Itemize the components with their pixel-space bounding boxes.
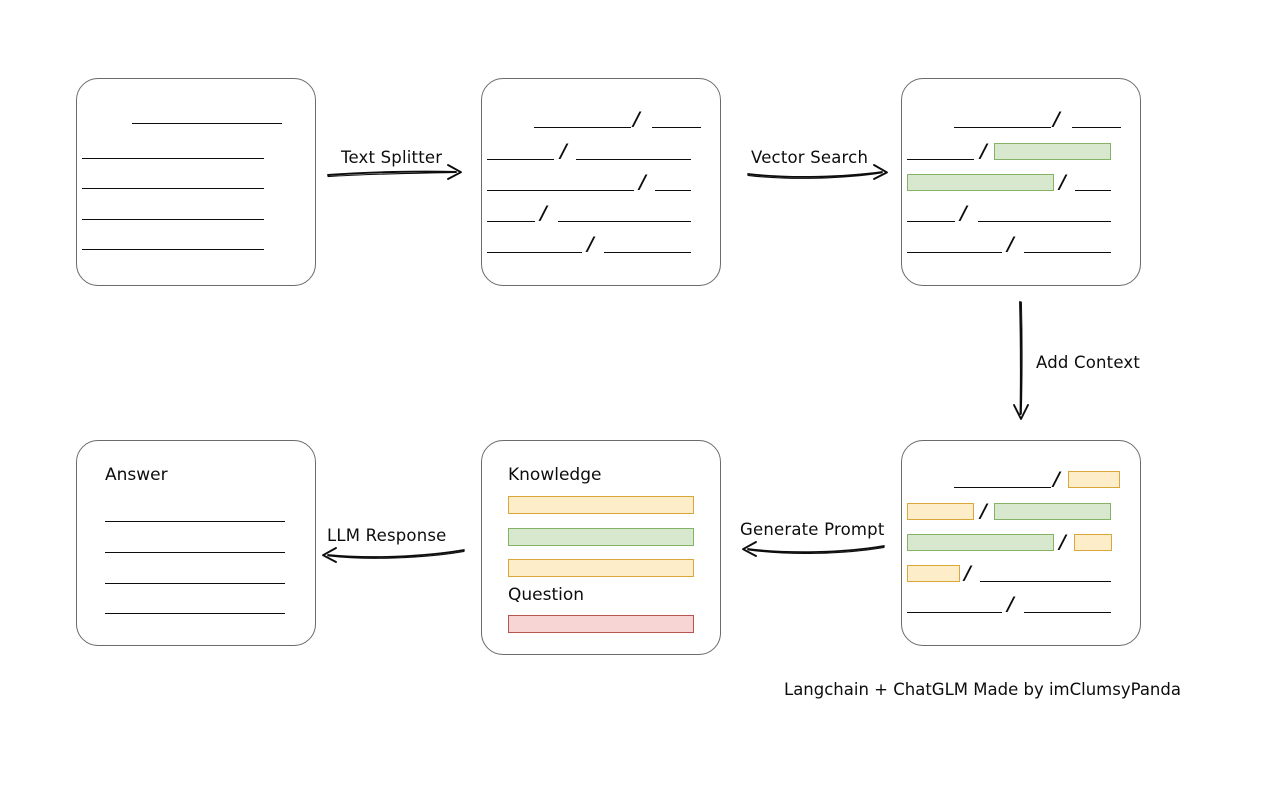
answer-label: Answer — [105, 465, 168, 485]
chunk-slash-icon: / — [1059, 171, 1066, 193]
doc-line — [132, 123, 282, 124]
chunk-slash-icon: / — [1007, 593, 1014, 615]
knowledge-bar — [508, 496, 694, 514]
chunk-segment — [1072, 127, 1121, 128]
chunk-slash-icon: / — [540, 202, 547, 224]
context-added-box[interactable]: / / / / / — [901, 440, 1141, 646]
chunk-slash-icon: / — [980, 500, 987, 522]
chunk-segment — [954, 127, 1051, 128]
chunk-slash-icon: / — [639, 171, 646, 193]
generate-prompt-arrow — [738, 518, 886, 558]
chunk-segment — [576, 159, 691, 160]
chunk-slash-icon: / — [560, 140, 567, 162]
chunk-slash-icon: / — [1059, 531, 1066, 553]
chunk-segment — [604, 252, 691, 253]
doc-line — [82, 158, 264, 159]
context-chunk-highlight — [1074, 534, 1112, 551]
chunk-slash-icon: / — [960, 202, 967, 224]
doc-line — [82, 249, 264, 250]
chunk-segment — [907, 252, 1002, 253]
retrieved-chunk-highlight — [907, 534, 1054, 551]
chunk-segment — [907, 612, 1002, 613]
chunk-segment — [1075, 190, 1111, 191]
chunk-segment — [907, 221, 955, 222]
chunk-segment — [534, 127, 631, 128]
retrieved-chunk-highlight — [994, 143, 1111, 160]
context-chunk-highlight — [907, 565, 960, 582]
chunk-segment — [980, 581, 1111, 582]
prompt-panel-box[interactable]: Knowledge Question — [481, 440, 721, 655]
retrieved-chunk-highlight — [994, 503, 1111, 520]
answer-line — [105, 613, 285, 614]
chunk-segment — [655, 190, 691, 191]
chunk-slash-icon: / — [964, 562, 971, 584]
chunk-slash-icon: / — [1007, 233, 1014, 255]
doc-line — [82, 219, 264, 220]
generate-prompt-label: Generate Prompt — [740, 520, 885, 539]
source-document-box[interactable] — [76, 78, 316, 286]
vector-search-results-box[interactable]: / / / / / — [901, 78, 1141, 286]
chunk-segment — [652, 127, 701, 128]
chunk-segment — [954, 487, 1051, 488]
context-chunk-highlight — [907, 503, 974, 520]
add-context-label: Add Context — [1036, 353, 1141, 372]
vector-search-arrow — [746, 142, 891, 182]
text-splitter-arrow — [326, 142, 466, 182]
chunk-segment — [558, 221, 691, 222]
retrieved-chunk-highlight — [907, 174, 1054, 191]
chunk-slash-icon: / — [633, 108, 640, 130]
chunk-slash-icon: / — [587, 233, 594, 255]
question-label: Question — [508, 585, 585, 605]
doc-line — [82, 188, 264, 189]
knowledge-label: Knowledge — [508, 465, 602, 485]
vector-search-label: Vector Search — [751, 148, 869, 167]
text-splitter-label: Text Splitter — [341, 148, 443, 167]
answer-line — [105, 552, 285, 553]
chunk-segment — [487, 252, 582, 253]
context-chunk-highlight — [1068, 471, 1120, 488]
knowledge-bar — [508, 528, 694, 546]
answer-line — [105, 521, 285, 522]
chunk-segment — [487, 221, 535, 222]
chunk-segment — [487, 159, 554, 160]
chunk-segment — [1024, 252, 1111, 253]
chunk-segment — [1024, 612, 1111, 613]
answer-panel-box[interactable]: Answer — [76, 440, 316, 646]
chunk-segment — [487, 190, 634, 191]
chunk-segment — [907, 159, 974, 160]
chunk-slash-icon: / — [1053, 108, 1060, 130]
add-context-arrow — [1008, 300, 1048, 422]
llm-response-arrow — [318, 524, 466, 564]
chunk-slash-icon: / — [1053, 468, 1060, 490]
footer-credit: Langchain + ChatGLM Made by imClumsyPand… — [784, 680, 1181, 699]
llm-response-label: LLM Response — [327, 526, 447, 545]
chunk-slash-icon: / — [980, 140, 987, 162]
question-bar — [508, 615, 694, 633]
split-chunks-box[interactable]: / / / / / — [481, 78, 721, 286]
knowledge-bar — [508, 559, 694, 577]
chunk-segment — [978, 221, 1111, 222]
answer-line — [105, 583, 285, 584]
